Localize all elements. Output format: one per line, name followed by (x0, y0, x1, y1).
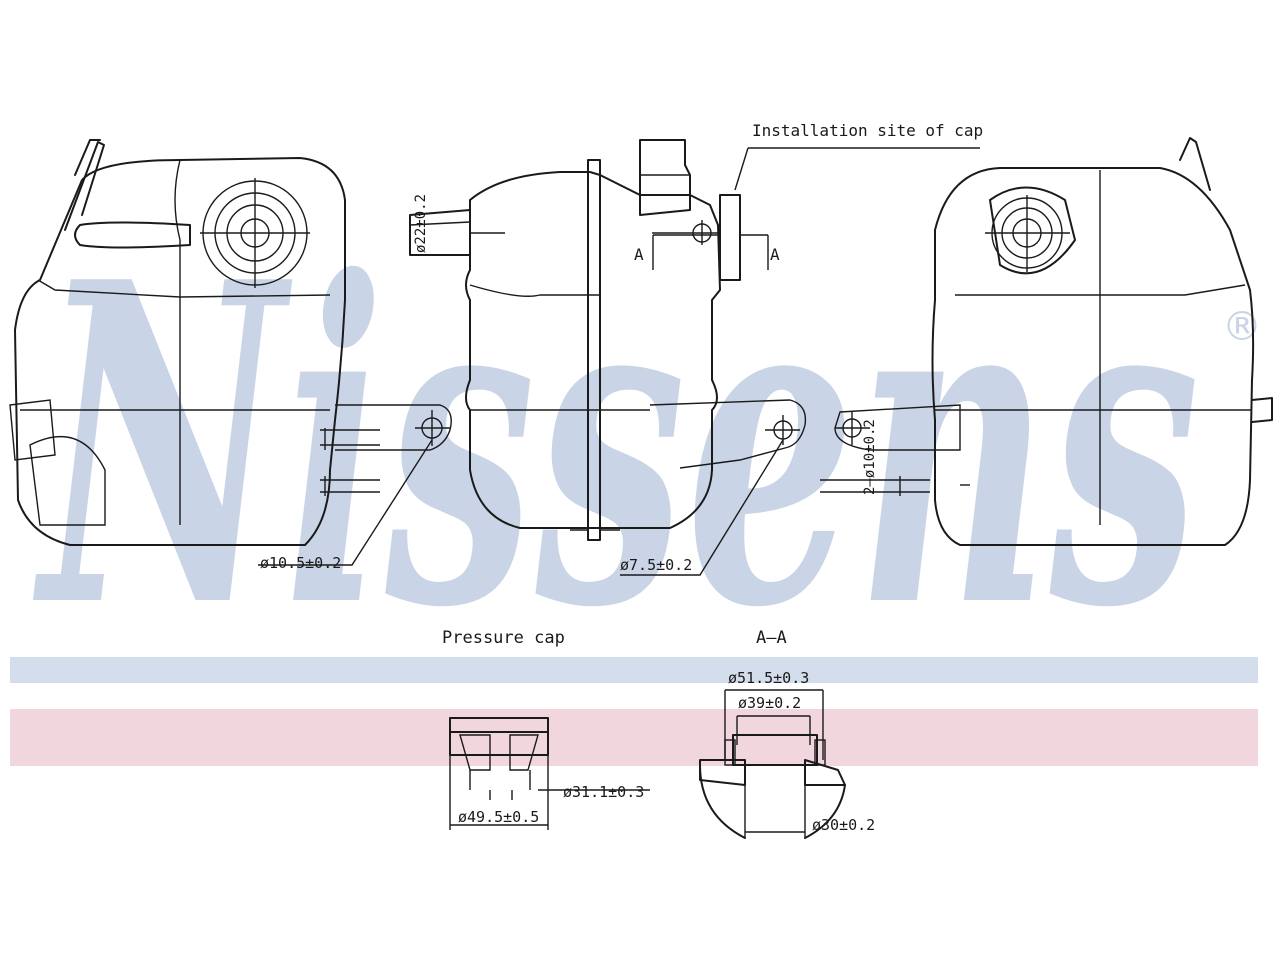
label-pressure-cap: Pressure cap (442, 628, 565, 648)
tank-middle-view (409, 139, 980, 576)
tank-left-view (9, 139, 452, 566)
section-a-a-detail (699, 689, 846, 839)
dim-neck-inner: ø30±0.2 (812, 816, 875, 834)
dim-hose-left: ø22±0.2 (413, 194, 429, 253)
pressure-cap-detail (449, 717, 650, 830)
dim-mount-hole-left: ø10.5±0.2 (260, 554, 341, 572)
registered-mark: ® (1222, 304, 1262, 350)
section-mark-right: A (770, 245, 780, 264)
dim-neck-outer: ø51.5±0.3 (728, 669, 809, 687)
dim-neck-mid: ø39±0.2 (738, 694, 801, 712)
blue-band (10, 657, 1258, 683)
dim-cap-inner: ø31.1±0.3 (563, 783, 644, 801)
label-installation-site: Installation site of cap (752, 121, 983, 140)
dim-pins-right: 2–ø10±0.2 (862, 419, 878, 495)
dim-cap-outer: ø49.5±0.5 (458, 808, 539, 826)
section-mark-left: A (634, 245, 644, 264)
dim-mount-hole-mid: ø7.5±0.2 (620, 556, 692, 574)
label-section-a-a: A–A (756, 628, 787, 648)
brand-watermark: Nissens (32, 187, 1200, 704)
pink-band (10, 709, 1258, 766)
tank-right-view (820, 137, 1273, 546)
